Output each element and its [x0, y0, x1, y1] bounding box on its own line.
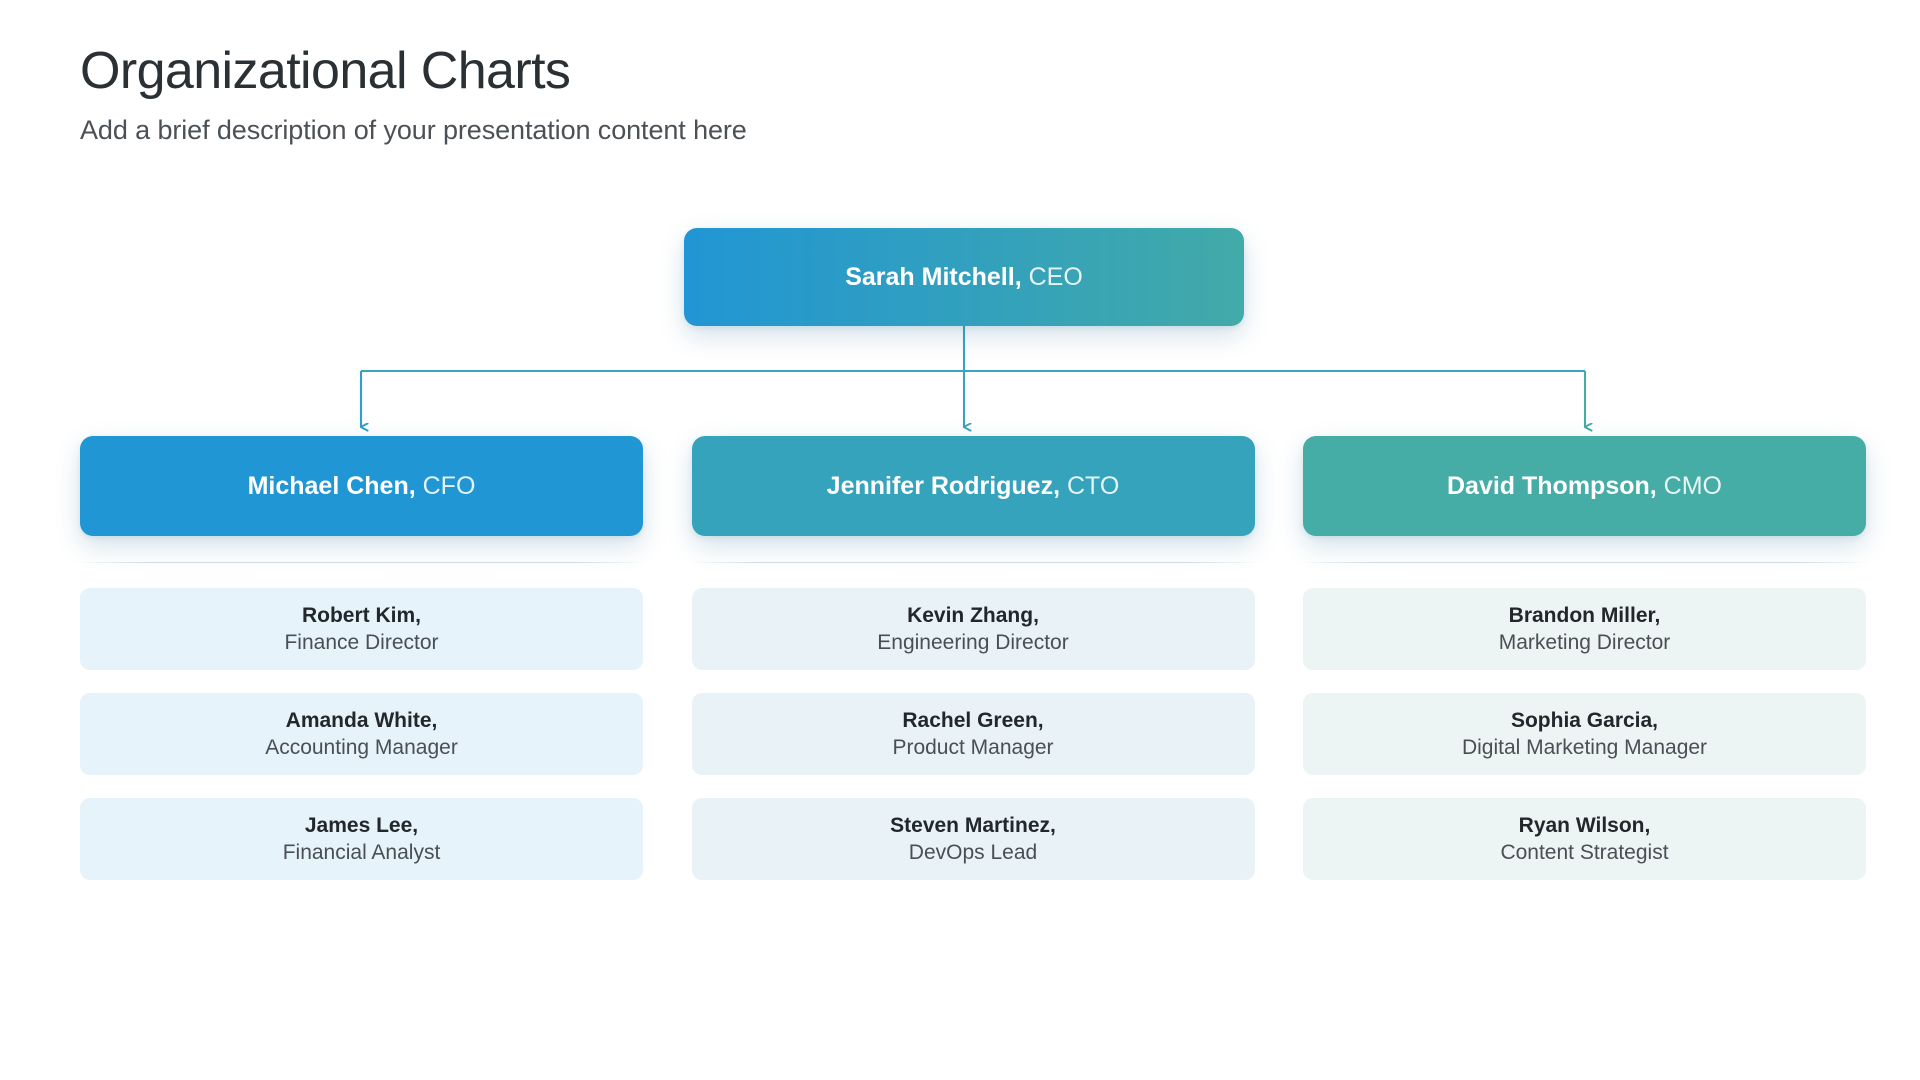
org-report-role: Engineering Director	[877, 630, 1069, 654]
org-report-name: Rachel Green,	[902, 708, 1044, 732]
org-report-role: Digital Marketing Manager	[1461, 735, 1708, 759]
org-report-role: Financial Analyst	[282, 840, 441, 864]
org-report-name: Amanda White,	[285, 708, 438, 732]
org-report-card[interactable]: Brandon Miller, Marketing Director	[1303, 588, 1866, 670]
org-report-role: Product Manager	[892, 735, 1054, 759]
org-branch-columns: Michael Chen, CFO Robert Kim, Finance Di…	[80, 436, 1866, 880]
org-node-ceo-label: Sarah Mitchell, CEO	[845, 262, 1083, 291]
org-node-cmo[interactable]: David Thompson, CMO	[1303, 436, 1866, 536]
org-node-ceo-name: Sarah Mitchell,	[845, 262, 1022, 291]
page-title: Organizational Charts	[80, 42, 571, 100]
org-node-cto-name: Jennifer Rodriguez,	[826, 471, 1061, 500]
org-column-cmo: David Thompson, CMO Brandon Miller, Mark…	[1303, 436, 1866, 880]
org-report-card[interactable]: Amanda White, Accounting Manager	[80, 693, 643, 775]
org-node-cto-role: CTO	[1067, 471, 1120, 500]
org-report-name: Brandon Miller,	[1508, 603, 1661, 627]
org-report-role: Finance Director	[284, 630, 439, 654]
org-node-cto-label: Jennifer Rodriguez, CTO	[826, 471, 1120, 500]
org-report-role: Marketing Director	[1498, 630, 1671, 654]
org-node-cfo[interactable]: Michael Chen, CFO	[80, 436, 643, 536]
org-node-cfo-role: CFO	[422, 471, 476, 500]
org-column-cto: Jennifer Rodriguez, CTO Kevin Zhang, Eng…	[691, 436, 1255, 880]
org-report-card[interactable]: James Lee, Financial Analyst	[80, 798, 643, 880]
org-report-name: Kevin Zhang,	[907, 603, 1039, 627]
org-report-card[interactable]: Kevin Zhang, Engineering Director	[691, 588, 1255, 670]
org-node-cto[interactable]: Jennifer Rodriguez, CTO	[691, 436, 1255, 536]
org-node-ceo-role: CEO	[1028, 262, 1083, 291]
org-report-card[interactable]: Sophia Garcia, Digital Marketing Manager	[1303, 693, 1866, 775]
org-reports-cto: Kevin Zhang, Engineering Director Rachel…	[691, 588, 1255, 880]
org-node-cfo-name: Michael Chen,	[247, 471, 416, 500]
org-node-ceo[interactable]: Sarah Mitchell, CEO	[684, 228, 1244, 326]
org-node-cfo-label: Michael Chen, CFO	[247, 471, 476, 500]
column-divider	[1303, 562, 1866, 563]
org-report-name: Ryan Wilson,	[1518, 813, 1651, 837]
org-report-card[interactable]: Ryan Wilson, Content Strategist	[1303, 798, 1866, 880]
column-divider	[80, 562, 643, 563]
org-node-cmo-role: CMO	[1663, 471, 1722, 500]
org-report-name: Robert Kim,	[301, 603, 421, 627]
org-reports-cfo: Robert Kim, Finance Director Amanda Whit…	[80, 588, 643, 880]
org-report-card[interactable]: Steven Martinez, DevOps Lead	[691, 798, 1255, 880]
org-node-cmo-label: David Thompson, CMO	[1446, 471, 1722, 500]
org-node-cmo-name: David Thompson,	[1446, 471, 1657, 500]
org-report-name: Sophia Garcia,	[1510, 708, 1659, 732]
org-reports-cmo: Brandon Miller, Marketing Director Sophi…	[1303, 588, 1866, 880]
org-report-role: Content Strategist	[1500, 840, 1669, 864]
org-report-role: DevOps Lead	[908, 840, 1038, 864]
slide-header: Organizational Charts Add a brief descri…	[80, 42, 747, 147]
org-report-name: Steven Martinez,	[890, 813, 1056, 837]
org-column-cfo: Michael Chen, CFO Robert Kim, Finance Di…	[80, 436, 643, 880]
page-subtitle: Add a brief description of your presenta…	[80, 115, 747, 146]
org-report-card[interactable]: Robert Kim, Finance Director	[80, 588, 643, 670]
org-report-role: Accounting Manager	[265, 735, 458, 759]
column-divider	[691, 562, 1255, 563]
org-report-card[interactable]: Rachel Green, Product Manager	[691, 693, 1255, 775]
org-report-name: James Lee,	[304, 813, 419, 837]
